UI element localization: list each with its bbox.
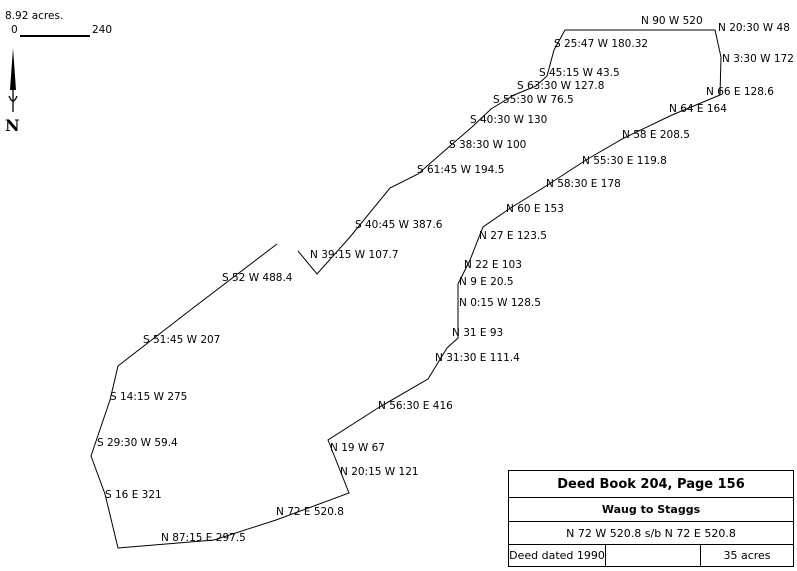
call-label: N 58:30 E 178 — [546, 178, 621, 190]
call-label: N 19 W 67 — [330, 442, 385, 454]
call-label: N 20:15 W 121 — [340, 466, 419, 478]
deed-footer-row: Deed dated 1990 35 acres — [509, 545, 793, 567]
call-label: S 45:15 W 43.5 — [539, 67, 620, 79]
deed-date: Deed dated 1990 — [509, 545, 606, 567]
call-label: S 61:45 W 194.5 — [417, 164, 504, 176]
call-label: N 90 W 520 — [641, 15, 703, 27]
call-label: S 51:45 W 207 — [143, 334, 220, 346]
scale-end-label: 240 — [92, 24, 113, 36]
call-label: S 40:45 W 387.6 — [355, 219, 443, 231]
acreage-label: 8.92 acres. — [5, 10, 64, 22]
call-label: N 9 E 20.5 — [459, 276, 514, 288]
call-label: S 40:30 W 130 — [470, 114, 547, 126]
call-label: N 31 E 93 — [452, 327, 503, 339]
call-label: N 27 E 123.5 — [479, 230, 547, 242]
scale-start-label: 0 — [11, 24, 18, 36]
call-label: S 52 W 488.4 — [222, 272, 293, 284]
north-arrow-icon — [8, 48, 18, 112]
call-label: N 56:30 E 416 — [378, 400, 453, 412]
deed-note: N 72 W 520.8 s/b N 72 E 520.8 — [509, 522, 793, 545]
call-label: S 16 E 321 — [105, 489, 162, 501]
call-label: N 0:15 W 128.5 — [459, 297, 541, 309]
call-label: N 22 E 103 — [464, 259, 522, 271]
call-label: S 38:30 W 100 — [449, 139, 526, 151]
call-label: N 60 E 153 — [506, 203, 564, 215]
call-label: S 55:30 W 76.5 — [493, 94, 574, 106]
call-label: S 63:30 W 127.8 — [517, 80, 604, 92]
deed-blank-cell — [606, 545, 701, 567]
call-label: S 25:47 W 180.32 — [554, 38, 648, 50]
call-label: N 87:15 E 297.5 — [161, 532, 246, 544]
boundary-line-west — [297, 29, 566, 275]
call-label: N 31:30 E 111.4 — [435, 352, 520, 364]
bearing-labels: N 90 W 520 N 20:30 W 48 N 3:30 W 172 N 6… — [97, 15, 794, 544]
call-label: S 29:30 W 59.4 — [97, 437, 178, 449]
boundary-line — [90, 29, 722, 549]
call-label: N 3:30 W 172 — [722, 53, 794, 65]
call-label: N 66 E 128.6 — [706, 86, 774, 98]
deed-area: 35 acres — [723, 549, 771, 562]
deed-parties: Waug to Staggs — [509, 498, 793, 522]
deed-title: Deed Book 204, Page 156 — [509, 471, 793, 498]
call-label: N 39:15 W 107.7 — [310, 249, 399, 261]
call-label: N 55:30 E 119.8 — [582, 155, 667, 167]
call-label: N 20:30 W 48 — [718, 22, 790, 34]
title-block: Deed Book 204, Page 156 Waug to Staggs N… — [508, 470, 794, 567]
scale-bar — [20, 35, 90, 37]
call-label: S 14:15 W 275 — [110, 391, 187, 403]
call-label: N 64 E 164 — [669, 103, 727, 115]
north-label: N — [5, 116, 20, 135]
call-label: N 58 E 208.5 — [622, 129, 690, 141]
call-label: N 72 E 520.8 — [276, 506, 344, 518]
